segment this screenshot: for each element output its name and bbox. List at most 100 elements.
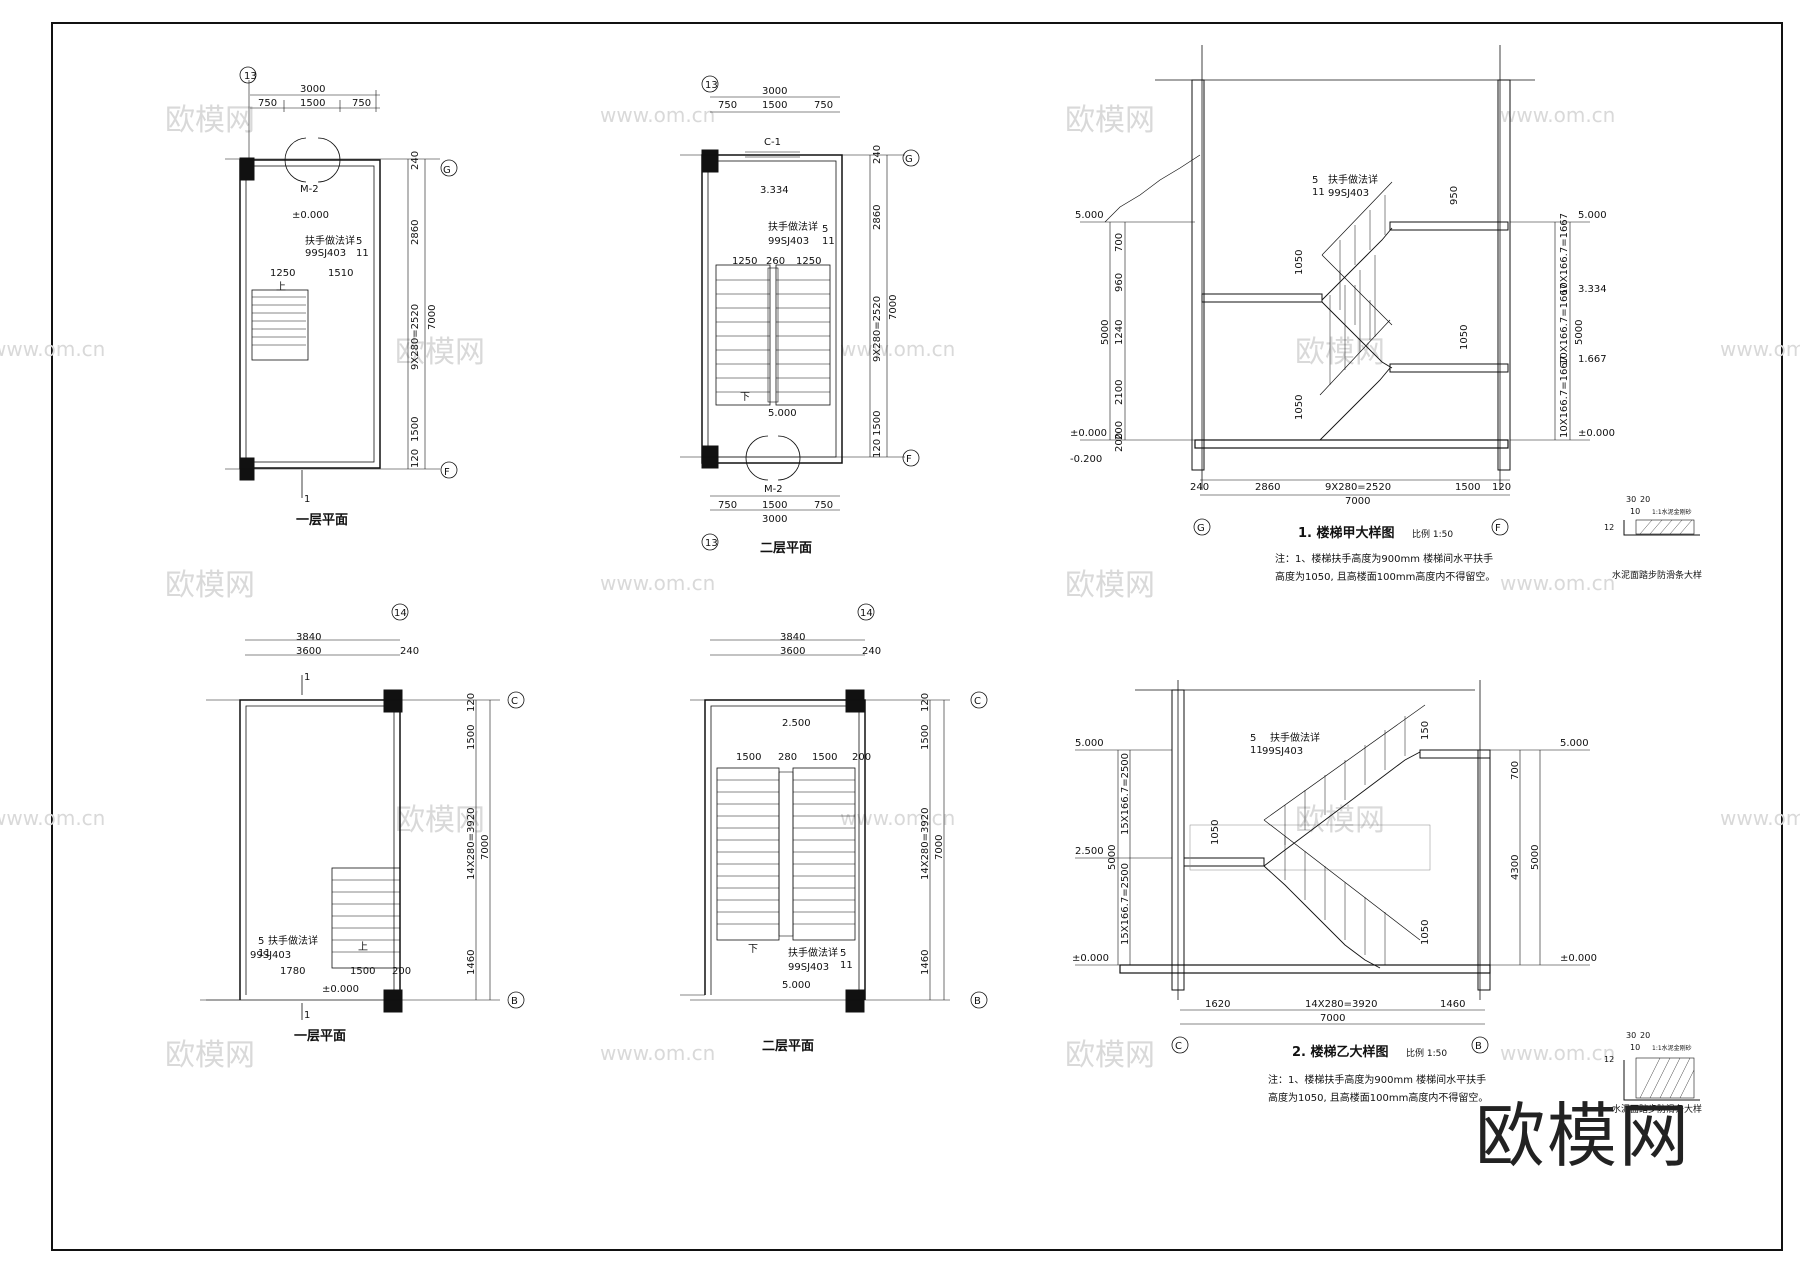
ref-num: 5 <box>356 236 362 247</box>
dim: 1050 <box>1210 820 1221 845</box>
watermark-url: www.om.cn <box>0 806 105 830</box>
watermark: 欧模网 <box>165 103 255 138</box>
dim: 10X166.7=1667 <box>1559 356 1570 438</box>
dim: 2860 <box>872 205 883 230</box>
watermark: 欧模网 <box>395 335 485 370</box>
section-title: 2. 楼梯乙大样图 <box>1292 1044 1389 1060</box>
elevation: 3.334 <box>760 185 789 196</box>
dim: 10X166.7=1667 <box>1559 283 1570 365</box>
dim: 1500 <box>300 98 325 109</box>
watermark-url: www.om.cn <box>840 337 955 361</box>
watermark-url: www.om.cn <box>600 1041 715 1065</box>
dim: 30 <box>1626 1031 1636 1040</box>
dim: 200 <box>392 966 411 977</box>
section-2-labels: C B 5.000 2.500 ±0.000 5.000 ±0.000 15X1… <box>1072 721 1597 1104</box>
dim: 1500 <box>872 411 883 436</box>
dim: 1500 <box>1455 482 1480 493</box>
elevation: 2.500 <box>782 718 811 729</box>
ref-den: 11 <box>1250 745 1263 756</box>
dim: 280 <box>778 752 797 763</box>
stair-down: 下 <box>740 392 750 403</box>
dim: 20 <box>1640 495 1650 504</box>
watermark-url: www.om.cn <box>600 103 715 127</box>
dim: 700 <box>1114 233 1125 252</box>
dim: 20 <box>1640 1031 1650 1040</box>
column <box>383 989 403 1013</box>
ref-num: 5 <box>822 224 828 235</box>
axis-label: C <box>974 696 981 707</box>
plan-4-upper-floor <box>680 603 988 1013</box>
section-1-labels: G F 5.000 ±0.000 -0.200 5.000 3.334 1.66… <box>1070 173 1615 583</box>
dim: 240 <box>400 646 419 657</box>
railing-code: 99SJ403 <box>250 950 291 961</box>
dim: 7000 <box>480 835 491 860</box>
axis-label: B <box>1475 1041 1482 1052</box>
dim: 200 <box>1114 433 1125 452</box>
dim: 12 <box>1604 1055 1614 1064</box>
dim: 1500 <box>736 752 761 763</box>
railing-code: 99SJ403 <box>1328 188 1369 199</box>
railing-code: 99SJ403 <box>1262 746 1303 757</box>
dim: 240 <box>410 151 421 170</box>
plan-1-labels: 13 G F 3000 750 1500 750 M-2 ±0.000 扶手做法… <box>244 71 451 528</box>
elevation: 3.334 <box>1578 284 1607 295</box>
dim: 120 <box>920 693 931 712</box>
dim: 7000 <box>888 295 899 320</box>
dim: 260 <box>766 256 785 267</box>
section-mark: 1 <box>304 494 310 505</box>
dim: 10 <box>1630 507 1640 516</box>
dim: 15X166.7=2500 <box>1120 863 1131 945</box>
dim: 2860 <box>1255 482 1280 493</box>
plan-title: 一层平面 <box>296 513 348 528</box>
dim: 30 <box>1626 495 1636 504</box>
dim: 950 <box>1449 186 1460 205</box>
dim: 1460 <box>920 950 931 975</box>
remark: 高度为1050, 且高楼面100mm高度内不得留空。 <box>1268 1091 1488 1104</box>
ref-den: 11 <box>840 960 853 971</box>
elevation: ±0.000 <box>292 210 329 221</box>
dim: 4300 <box>1510 855 1521 880</box>
dim: 1240 <box>1114 320 1125 345</box>
dim: 1250 <box>270 268 295 279</box>
dim: 5000 <box>1530 845 1541 870</box>
dim: 1500 <box>762 100 787 111</box>
dim: 5000 <box>1574 320 1585 345</box>
detail-2-anti-slip <box>1623 1057 1700 1101</box>
stair-down: 下 <box>748 944 758 955</box>
plan-2-upper-floor <box>680 75 920 551</box>
elevation: 5.000 <box>1578 210 1607 221</box>
elevation: ±0.000 <box>1072 953 1109 964</box>
brand-logo: 欧模网 <box>1475 1095 1691 1177</box>
elevation: ±0.000 <box>1578 428 1615 439</box>
elevation: ±0.000 <box>1560 953 1597 964</box>
dim: 750 <box>258 98 277 109</box>
dim: 3840 <box>780 632 805 643</box>
dim: 120 <box>1492 482 1511 493</box>
plan-2-labels: 13 13 G F 3000 750 1500 750 750 1500 750… <box>705 80 913 556</box>
dim: 2860 <box>410 220 421 245</box>
railing-code: 99SJ403 <box>768 236 809 247</box>
dim: 1780 <box>280 966 305 977</box>
remark: 注：1、楼梯扶手高度为900mm 楼梯间水平扶手 <box>1275 552 1493 565</box>
ref-num: 5 <box>1250 733 1256 744</box>
axis-label: B <box>511 996 518 1007</box>
dim: 1500 <box>920 725 931 750</box>
dim: 1250 <box>732 256 757 267</box>
axis-label: C <box>511 696 518 707</box>
dim: 3000 <box>300 84 325 95</box>
dim: 150 <box>1420 721 1431 740</box>
elevation: 5.000 <box>1075 738 1104 749</box>
axis-label: G <box>905 154 913 165</box>
plan-3-labels: 14 C B 3840 3600 240 1780 1500 200 ±0.00… <box>250 608 518 1044</box>
plan-1-ground-floor <box>225 66 458 498</box>
dim: 5000 <box>1100 320 1111 345</box>
dim: 2100 <box>1114 380 1125 405</box>
watermark-url: www.om.cn <box>600 571 715 595</box>
material-note: 1:1水泥金刚砂 <box>1652 508 1692 516</box>
elevation: 5.000 <box>782 980 811 991</box>
dim: 1500 <box>812 752 837 763</box>
railing-note: 扶手做法详 <box>1270 731 1320 744</box>
ref-den: 11 <box>1312 187 1325 198</box>
axis-label: G <box>443 165 451 176</box>
